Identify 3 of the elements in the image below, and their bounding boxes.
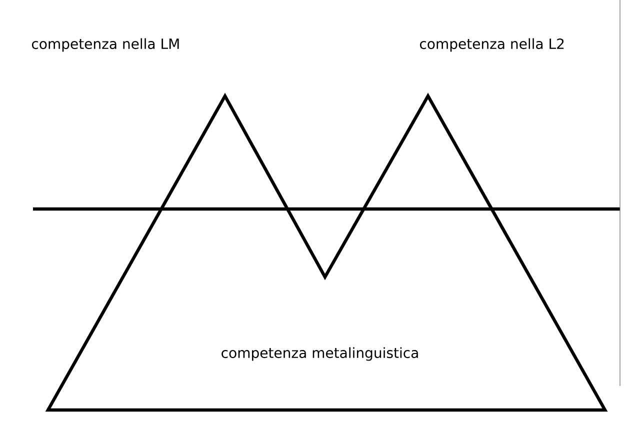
text-label: competenza metalinguistica [222, 347, 418, 361]
text-label: competenza nella L2 [420, 38, 564, 52]
text-label: competenza nella LM [32, 38, 179, 52]
